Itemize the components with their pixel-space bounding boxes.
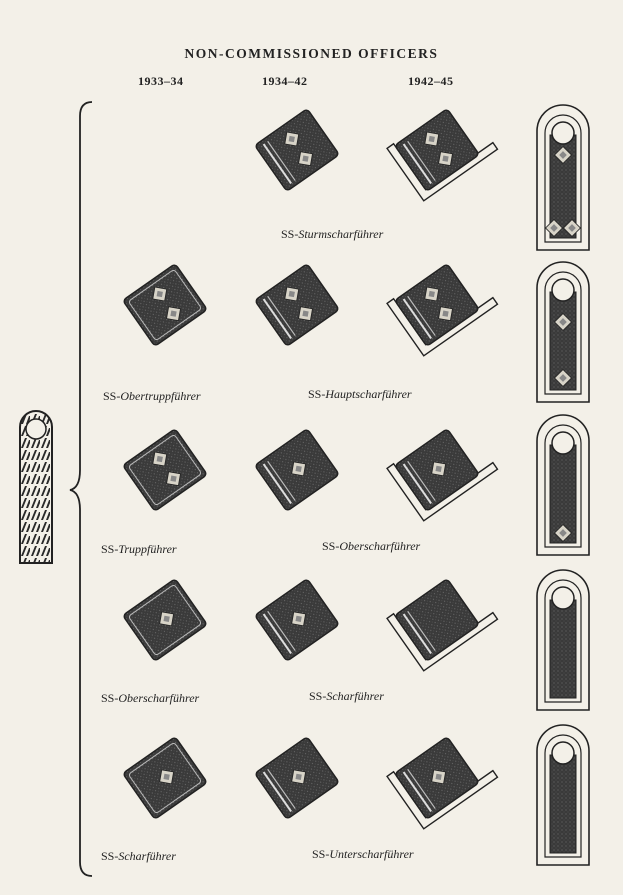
rank-label: SS-Unterscharführer <box>312 847 414 861</box>
shoulder-strap <box>536 724 590 866</box>
collar-patch-backing <box>386 141 499 202</box>
collar-patch <box>386 429 499 522</box>
page-title: NON-COMMISSIONED OFFICERS <box>184 46 439 61</box>
rank-pip <box>553 312 573 332</box>
rank-label: SS-Obertruppführer <box>103 389 201 403</box>
braided-shoulder-strap <box>19 410 53 564</box>
rank-pip <box>298 151 313 167</box>
rank-pip <box>562 218 582 238</box>
rank-pip <box>159 769 175 785</box>
column-header-1934-42: 1934–42 <box>262 74 308 88</box>
collar-patch <box>255 737 339 819</box>
rank-pip <box>553 145 573 165</box>
collar-patch-backing <box>386 461 499 522</box>
rank-pip <box>291 611 307 627</box>
shoulder-strap <box>536 569 590 711</box>
rank-pip <box>553 368 573 388</box>
collar-patch <box>386 109 499 202</box>
rank-pip <box>431 461 447 477</box>
collar-patch <box>386 264 499 357</box>
rank-label: SS-Hauptscharführer <box>308 387 412 401</box>
collar-patch <box>255 109 339 191</box>
shoulder-strap <box>536 104 590 251</box>
rank-pip <box>298 306 313 322</box>
rank-pip <box>284 286 300 302</box>
rank-label: SS-Scharführer <box>309 689 384 703</box>
rank-label: SS-Oberscharführer <box>101 691 200 705</box>
rank-label: SS-Oberscharführer <box>322 539 421 553</box>
collar-patch-backing <box>386 611 499 672</box>
grouping-brace <box>69 101 93 877</box>
collar-patch <box>123 264 207 346</box>
collar-patch-backing <box>386 296 499 357</box>
rank-pip <box>438 151 453 167</box>
rank-label: SS-Scharführer <box>101 849 176 863</box>
rank-label: SS-Sturmscharführer <box>281 227 384 241</box>
column-header-1933-34: 1933–34 <box>138 74 184 88</box>
rank-pip <box>424 286 440 302</box>
rank-pip <box>544 218 564 238</box>
column-header-1942-45: 1942–45 <box>408 74 454 88</box>
collar-patch <box>255 264 339 346</box>
rank-pip <box>424 131 440 147</box>
rank-pip <box>438 306 453 322</box>
rank-pip <box>553 523 573 543</box>
rank-pip <box>291 461 307 477</box>
collar-patch <box>255 579 339 661</box>
collar-patch-backing <box>386 769 499 830</box>
rank-pip <box>431 769 447 785</box>
collar-patch <box>123 579 207 661</box>
rank-pip <box>284 131 300 147</box>
rank-pip <box>159 611 175 627</box>
rank-pip <box>152 451 168 467</box>
collar-patch <box>386 579 499 672</box>
collar-patch <box>255 429 339 511</box>
shoulder-strap <box>536 261 590 403</box>
rank-pip <box>152 286 168 302</box>
rank-pip <box>166 471 181 487</box>
collar-patch <box>123 737 207 819</box>
collar-patch <box>123 429 207 511</box>
shoulder-strap <box>536 414 590 556</box>
rank-pip <box>166 306 181 322</box>
collar-patch <box>386 737 499 830</box>
rank-label: SS-Truppführer <box>101 542 177 556</box>
rank-pip <box>291 769 307 785</box>
